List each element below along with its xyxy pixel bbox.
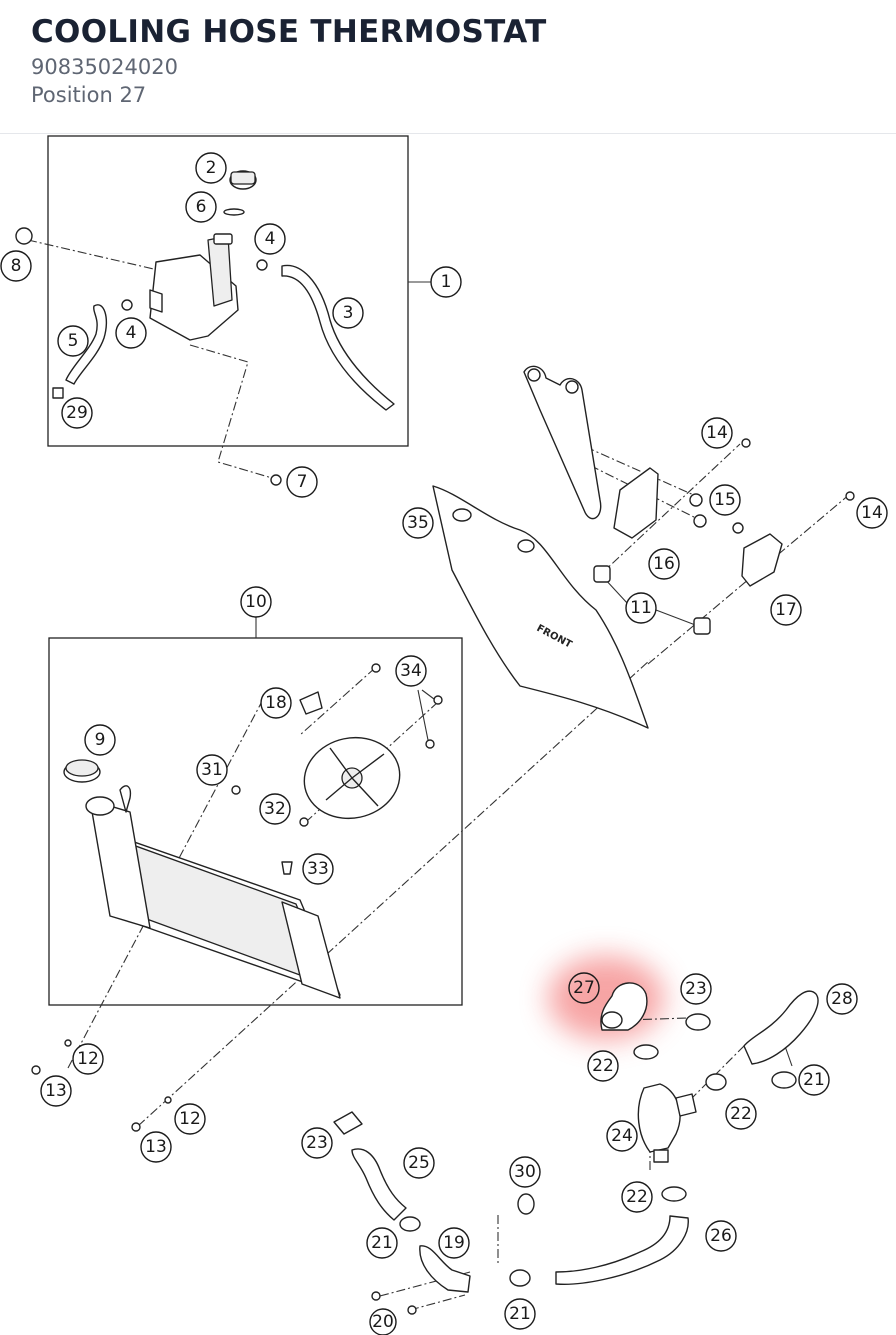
svg-text:9: 9: [95, 730, 106, 750]
callout-25: 25: [403, 1147, 435, 1179]
svg-text:25: 25: [408, 1153, 430, 1173]
callout-28: 28: [826, 983, 858, 1015]
callout-21: 21: [798, 1064, 830, 1096]
callout-2: 2: [195, 152, 227, 184]
callout-13: 13: [140, 1131, 172, 1163]
svg-text:22: 22: [626, 1187, 648, 1207]
svg-text:22: 22: [592, 1056, 614, 1076]
callout-34: 34: [395, 655, 427, 687]
callout-21: 21: [504, 1298, 536, 1330]
callout-1: 1: [430, 266, 462, 298]
svg-text:34: 34: [400, 661, 422, 681]
svg-text:3: 3: [343, 303, 354, 323]
callout-24: 24: [606, 1120, 638, 1152]
svg-text:35: 35: [407, 513, 429, 533]
svg-text:30: 30: [514, 1162, 536, 1182]
svg-text:21: 21: [803, 1070, 825, 1090]
svg-text:27: 27: [573, 978, 595, 998]
callout-29: 29: [61, 397, 93, 429]
svg-text:1: 1: [441, 272, 452, 292]
svg-text:4: 4: [126, 323, 137, 343]
callout-13: 13: [40, 1075, 72, 1107]
callout-12: 12: [174, 1103, 206, 1135]
svg-text:23: 23: [685, 979, 707, 999]
svg-text:12: 12: [77, 1049, 99, 1069]
svg-text:6: 6: [196, 197, 207, 217]
svg-text:14: 14: [706, 423, 728, 443]
callout-11: 11: [625, 592, 657, 624]
svg-text:5: 5: [68, 331, 79, 351]
callout-22: 22: [587, 1050, 619, 1082]
svg-text:16: 16: [653, 554, 675, 574]
callout-32: 32: [259, 793, 291, 825]
callout-33: 33: [302, 853, 334, 885]
svg-text:26: 26: [710, 1226, 732, 1246]
svg-text:22: 22: [730, 1104, 752, 1124]
callout-22: 22: [725, 1098, 757, 1130]
svg-text:11: 11: [630, 598, 652, 618]
callout-31: 31: [196, 754, 228, 786]
radiator-parts: [31, 663, 443, 1132]
svg-text:17: 17: [775, 600, 797, 620]
svg-text:33: 33: [307, 859, 329, 879]
callout-22: 22: [621, 1181, 653, 1213]
callout-14: 14: [856, 497, 888, 529]
callouts: 1 2 3 4 4 5 6 7 8 9 10 11 12 12 13 13 14…: [0, 152, 888, 1335]
callout-23: 23: [680, 973, 712, 1005]
svg-text:13: 13: [45, 1081, 67, 1101]
svg-text:7: 7: [297, 472, 308, 492]
bracket-and-shield-parts: [432, 365, 855, 729]
callout-19: 19: [438, 1227, 470, 1259]
svg-text:12: 12: [179, 1109, 201, 1129]
svg-text:23: 23: [306, 1133, 328, 1153]
callout-12: 12: [72, 1043, 104, 1075]
svg-text:28: 28: [831, 989, 853, 1009]
svg-text:21: 21: [371, 1233, 393, 1253]
svg-text:24: 24: [611, 1126, 633, 1146]
callout-6: 6: [185, 191, 217, 223]
callout-23: 23: [301, 1127, 333, 1159]
svg-text:15: 15: [714, 490, 736, 510]
callout-8: 8: [0, 250, 32, 282]
svg-text:8: 8: [11, 256, 22, 276]
svg-text:21: 21: [509, 1304, 531, 1324]
svg-text:13: 13: [145, 1137, 167, 1157]
thermostat-hose-parts: [333, 982, 819, 1315]
callout-21: 21: [366, 1227, 398, 1259]
position-label: Position 27: [31, 83, 147, 107]
exploded-parts-diagram: FRONT: [0, 135, 888, 1335]
svg-text:18: 18: [265, 693, 287, 713]
callout-3: 3: [332, 297, 364, 329]
callout-5: 5: [57, 325, 89, 357]
page-title: COOLING HOSE THERMOSTAT: [31, 14, 547, 50]
callout-16: 16: [648, 548, 680, 580]
callout-14: 14: [701, 417, 733, 449]
svg-text:10: 10: [245, 592, 267, 612]
callout-20: 20: [369, 1308, 397, 1335]
callout-26: 26: [705, 1220, 737, 1252]
callout-17: 17: [770, 594, 802, 626]
svg-text:19: 19: [443, 1233, 465, 1253]
callout-4: 4: [115, 317, 147, 349]
svg-text:31: 31: [201, 760, 223, 780]
callout-27-highlighted: 27: [568, 972, 600, 1004]
header: COOLING HOSE THERMOSTAT 90835024020 Posi…: [0, 0, 896, 134]
expansion-tank-group-frame: [47, 135, 409, 447]
callout-7: 7: [286, 466, 318, 498]
svg-text:4: 4: [265, 229, 276, 249]
svg-text:14: 14: [861, 503, 883, 523]
svg-text:2: 2: [206, 158, 217, 178]
svg-text:20: 20: [372, 1312, 394, 1332]
callout-4: 4: [254, 223, 286, 255]
expansion-tank-parts: [15, 170, 395, 486]
callout-10: 10: [240, 586, 272, 618]
svg-text:29: 29: [66, 403, 88, 423]
callout-35: 35: [402, 507, 434, 539]
callout-15: 15: [709, 484, 741, 516]
callout-18: 18: [260, 687, 292, 719]
callout-9: 9: [84, 724, 116, 756]
svg-text:32: 32: [264, 799, 286, 819]
part-number: 90835024020: [31, 55, 178, 79]
callout-30: 30: [509, 1156, 541, 1188]
